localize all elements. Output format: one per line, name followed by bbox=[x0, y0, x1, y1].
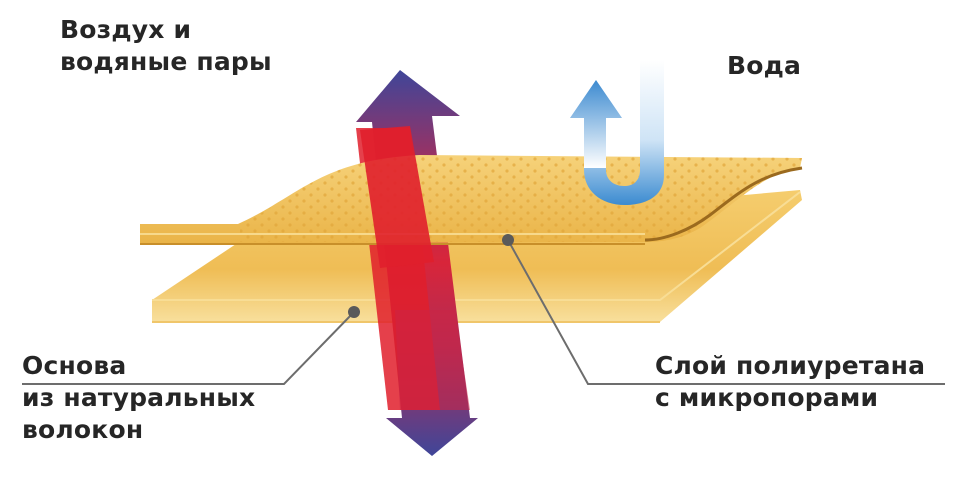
marker-dot-base bbox=[348, 306, 360, 318]
label-water-text: Вода bbox=[727, 51, 802, 80]
water-repel-arrow-icon bbox=[570, 60, 664, 205]
label-base: Основа из натуральных волокон bbox=[22, 350, 255, 446]
label-base-line-2: из натуральных bbox=[22, 383, 256, 412]
air-vapor-arrow-core bbox=[360, 126, 434, 268]
label-air-vapor-line-2: водяные пары bbox=[60, 47, 272, 76]
leader-line-polyurethane bbox=[502, 234, 945, 385]
label-air-vapor-line-1: Воздух и bbox=[60, 15, 192, 44]
leader-line-base bbox=[22, 306, 360, 385]
label-base-line-1: Основа bbox=[22, 351, 127, 380]
label-air-vapor: Воздух и водяные пары bbox=[60, 14, 272, 78]
label-base-line-3: волокон bbox=[22, 415, 144, 444]
label-polyurethane-line-1: Слой полиуретана bbox=[655, 351, 926, 380]
label-polyurethane-line-2: с микропорами bbox=[655, 383, 879, 412]
label-water: Вода bbox=[727, 50, 801, 82]
label-polyurethane: Слой полиуретана с микропорами bbox=[655, 350, 925, 414]
marker-dot-polyurethane bbox=[502, 234, 514, 246]
